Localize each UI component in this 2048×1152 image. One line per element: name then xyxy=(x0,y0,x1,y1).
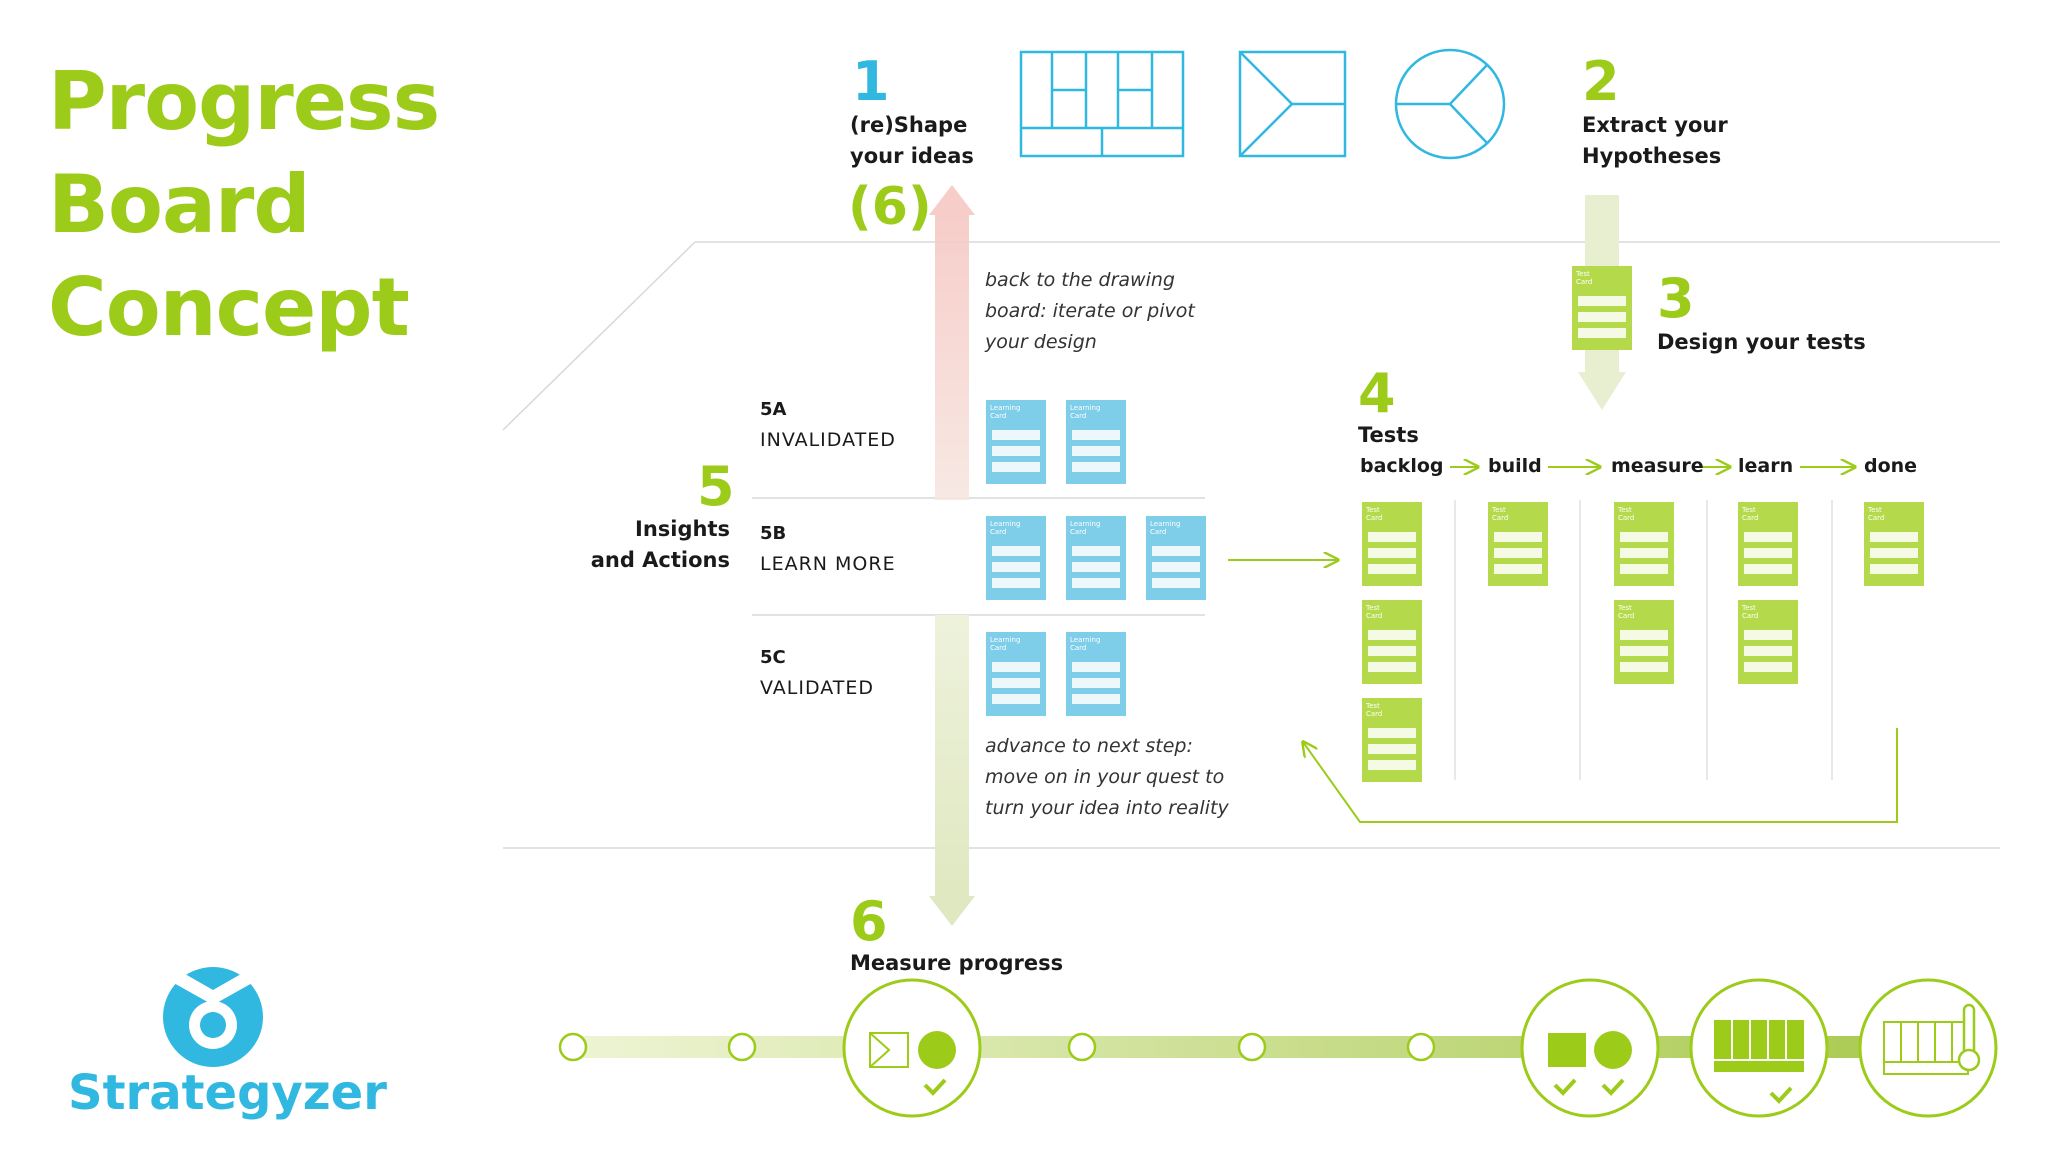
step-2-label: Extract your Hypotheses xyxy=(1582,113,1728,168)
test-card-label: Test Card xyxy=(1492,506,1509,522)
test-card: Test Card xyxy=(1614,502,1674,586)
test-card-label: Test Card xyxy=(1366,506,1383,522)
milestone-1 xyxy=(842,978,982,1118)
row-5c: 5C VALIDATED xyxy=(760,647,875,699)
pie-sketch-icon xyxy=(1394,48,1506,160)
test-card: Test Card xyxy=(1738,502,1798,586)
milestone-4 xyxy=(1858,978,1998,1118)
test-card-label: Test Card xyxy=(1576,270,1593,286)
step-3-number: 3 xyxy=(1657,267,1695,330)
learning-card-label: Learning Card xyxy=(990,636,1021,652)
step-1-number: 1 xyxy=(852,50,890,113)
stage-backlog: backlog xyxy=(1360,455,1444,477)
step-2-number: 2 xyxy=(1582,50,1620,113)
learning-card-label: Learning Card xyxy=(990,520,1021,536)
test-card-label: Test Card xyxy=(1366,702,1383,718)
stage-done: done xyxy=(1864,455,1918,477)
learning-card: Learning Card xyxy=(1066,632,1126,716)
test-card: Test Card xyxy=(1362,698,1422,782)
learning-card-label: Learning Card xyxy=(990,404,1021,420)
progress-dots xyxy=(558,1032,1436,1062)
test-card-label: Test Card xyxy=(1618,604,1635,620)
test-card: Test Card xyxy=(1614,600,1674,684)
test-card: Test Card xyxy=(1738,600,1798,684)
learning-card-label: Learning Card xyxy=(1070,404,1101,420)
test-card-label: Test Card xyxy=(1868,506,1885,522)
step-5-number: 5 xyxy=(697,455,735,518)
row-5b: 5B LEARN MORE xyxy=(760,523,896,575)
return-loop-arrow xyxy=(1303,728,1898,823)
test-card: Test Card xyxy=(1362,600,1422,684)
learning-card: Learning Card xyxy=(1066,400,1126,484)
step-3-label: Design your tests xyxy=(1657,330,1866,354)
pivot-arrow xyxy=(929,185,975,500)
test-card: Test Card xyxy=(1864,502,1924,586)
learning-card: Learning Card xyxy=(986,516,1046,600)
step-4-number: 4 xyxy=(1358,362,1396,425)
test-card: Test Card xyxy=(1362,502,1422,586)
milestone-2 xyxy=(1520,978,1660,1118)
board-diagonal-line xyxy=(502,241,696,431)
learning-card: Learning Card xyxy=(1066,516,1126,600)
learning-card-label: Learning Card xyxy=(1150,520,1181,536)
learning-card: Learning Card xyxy=(986,632,1046,716)
milestone-3 xyxy=(1689,978,1829,1118)
step-4-label: Tests xyxy=(1358,423,1419,447)
step-1-label: (re)Shape your ideas xyxy=(850,113,974,168)
brand-name: Strategyzer xyxy=(68,1065,387,1121)
canvas-sketch-icon xyxy=(1019,50,1185,158)
step-6-label: Measure progress xyxy=(850,951,1064,975)
learning-card-label: Learning Card xyxy=(1070,636,1101,652)
learning-card: Learning Card xyxy=(1146,516,1206,600)
learning-card: Learning Card xyxy=(986,400,1046,484)
row-5a: 5A INVALIDATED xyxy=(760,399,896,451)
step-5-label: Insights and Actions xyxy=(590,517,730,572)
stage-build: build xyxy=(1488,455,1542,477)
learning-card-label: Learning Card xyxy=(1070,520,1101,536)
note-back: back to the drawing board: iterate or pi… xyxy=(985,269,1195,353)
test-card: Test Card xyxy=(1572,266,1632,350)
test-card-label: Test Card xyxy=(1742,506,1759,522)
test-card-label: Test Card xyxy=(1742,604,1759,620)
advance-arrow xyxy=(929,615,975,926)
value-proposition-sketch-icon xyxy=(1238,50,1347,158)
stage-measure: measure xyxy=(1611,455,1704,477)
page-title: Progress Board Concept xyxy=(48,55,440,354)
strategyzer-logo-icon xyxy=(163,967,263,1067)
test-card: Test Card xyxy=(1488,502,1548,586)
stage-learn: learn xyxy=(1738,455,1794,477)
test-card-label: Test Card xyxy=(1618,506,1635,522)
test-card-label: Test Card xyxy=(1366,604,1383,620)
note-advance: advance to next step: move on in your qu… xyxy=(985,735,1229,819)
step-1-sub: (6) xyxy=(848,177,932,237)
step-6-number: 6 xyxy=(850,890,888,953)
